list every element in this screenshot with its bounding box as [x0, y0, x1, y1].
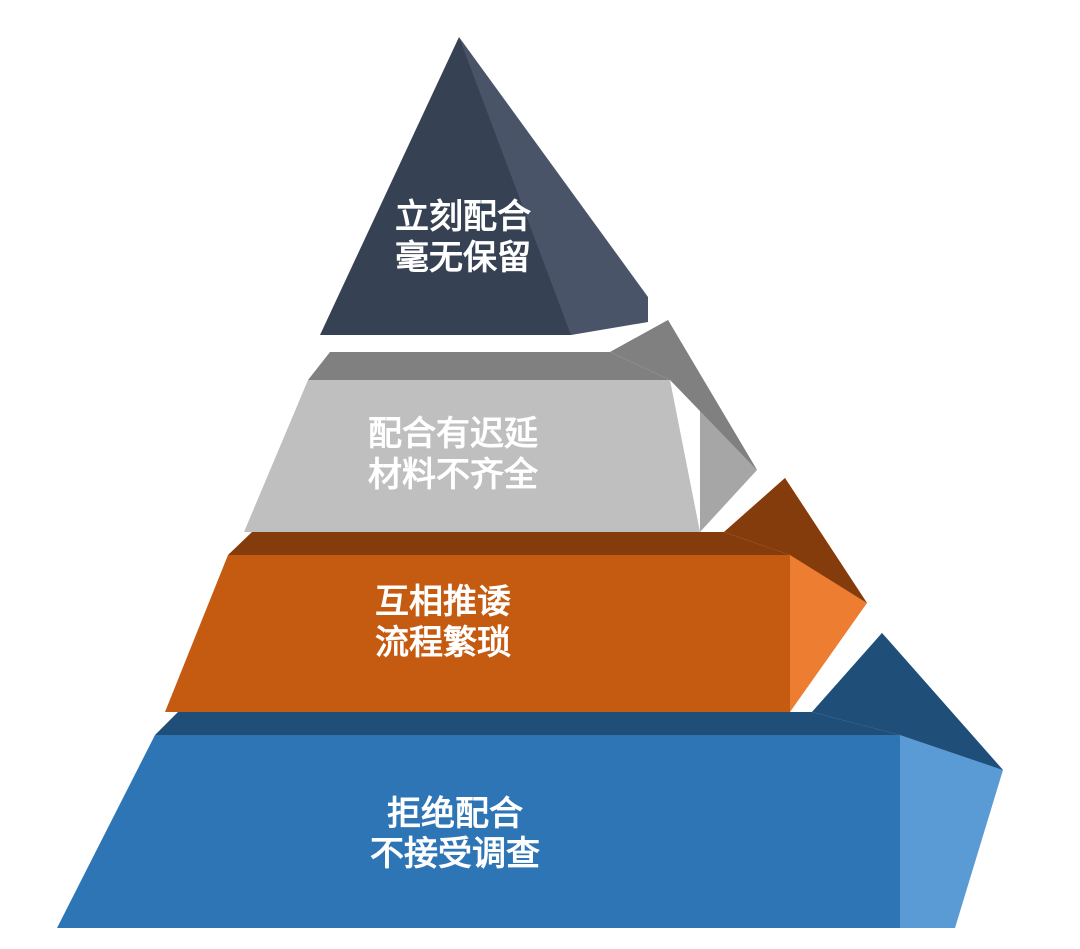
tier-second-label-line1: 配合有迟延 [368, 415, 539, 453]
tier-third-label-line2: 流程繁琐 [375, 624, 511, 662]
tier-top-front-face [320, 37, 571, 335]
tier-top-group[interactable]: 立刻配合 毫无保留 [320, 37, 648, 335]
tier-bottom-bevel [155, 712, 900, 735]
tier-third-label-line1: 互相推诿 [375, 583, 511, 621]
tier-second-side-bevel [610, 320, 757, 470]
tier-second-front-face [244, 380, 700, 532]
tier-third-side-bevel [724, 478, 867, 603]
tier-third-front-face [165, 555, 790, 712]
tier-bottom-front-face [57, 735, 900, 928]
tier-second-group[interactable]: 配合有迟延 材料不齐全 [244, 320, 757, 532]
tier-top-side-face [459, 37, 648, 335]
tier-bottom-label-line2: 不接受调查 [370, 835, 540, 873]
tier-third-group[interactable]: 互相推诿 流程繁琐 [165, 478, 867, 712]
tier-bottom-side-bevel [812, 633, 1003, 770]
tier-top-label-line2: 毫无保留 [395, 239, 531, 277]
tier-bottom-label-line1: 拒绝配合 [387, 794, 523, 833]
tier-second-label-line2: 材料不齐全 [368, 455, 539, 494]
tier-second-side-face [610, 320, 757, 532]
tier-second-bevel [308, 352, 670, 380]
tier-top-label-line1: 立刻配合 [395, 198, 531, 236]
tier-third-bevel [228, 532, 790, 555]
tier-bottom-group[interactable]: 拒绝配合 不接受调查 [57, 633, 1003, 928]
